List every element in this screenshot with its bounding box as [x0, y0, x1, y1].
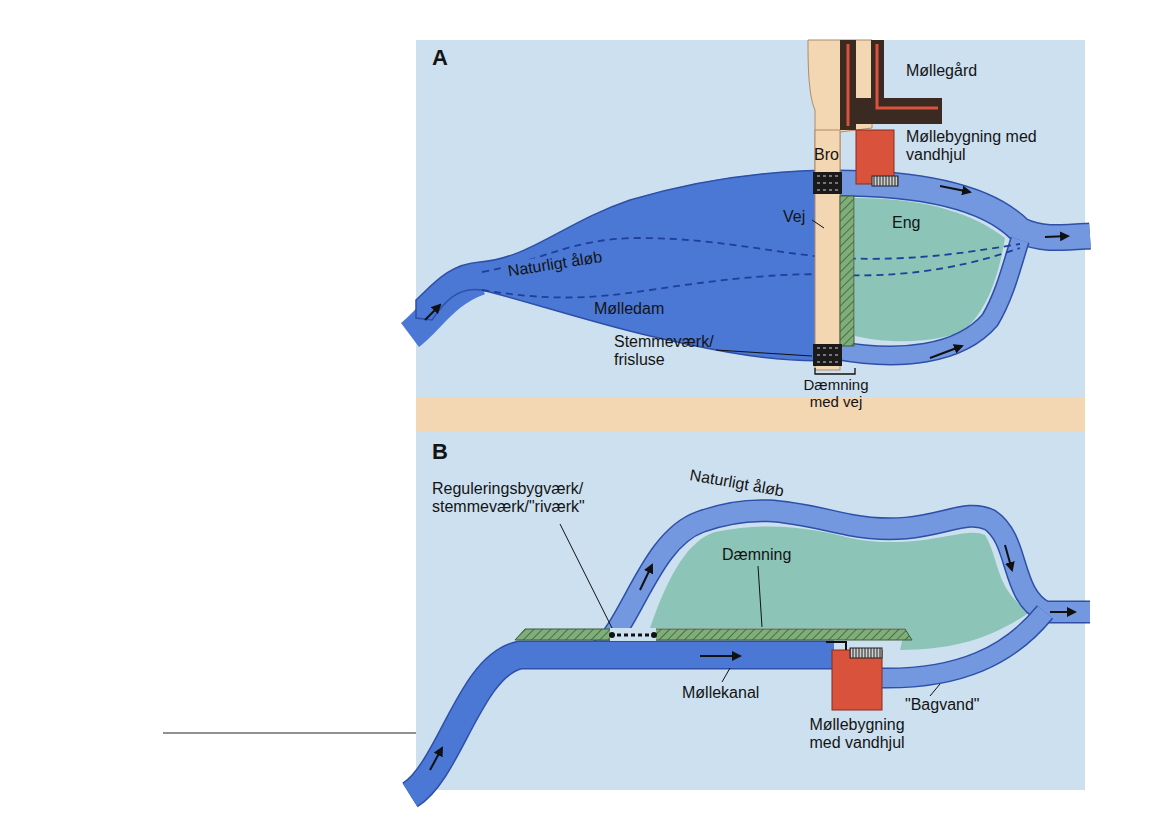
bridge [817, 176, 838, 190]
part-label: Bro [814, 146, 839, 164]
canal-edge [410, 655, 834, 795]
dam [515, 629, 912, 640]
upper-branch [835, 183, 1090, 238]
weir-post [609, 632, 615, 638]
part-label: Naturligt åløb [505, 248, 606, 281]
sluice [813, 344, 842, 366]
weir [610, 634, 656, 637]
road [815, 130, 840, 370]
flow-arrow [700, 655, 740, 657]
part-label: Dæmning med vej [795, 377, 877, 411]
flow-arrow [930, 346, 962, 358]
backwater [878, 612, 1045, 678]
part-label: Stemmeværk/ frisluse [614, 333, 718, 369]
separator-band [416, 398, 1085, 432]
panel-b-ground [416, 432, 1085, 790]
part-label: Vej [781, 208, 807, 226]
part-label: Møllegård [906, 62, 977, 80]
part-label: Eng [892, 214, 920, 232]
panel-letter: A [432, 46, 448, 71]
bracket [815, 368, 855, 374]
part-label: Møllebygning med vandhjul [906, 128, 1056, 164]
bridge [813, 172, 842, 194]
part-label: "Bagvand" [905, 696, 980, 714]
leader-line [560, 524, 612, 628]
sluice-gate [826, 642, 846, 650]
part-label: Møllekanal [682, 684, 759, 702]
leader-line [758, 566, 762, 627]
part-label: Mølledam [592, 300, 666, 318]
panel-letter: B [432, 440, 448, 465]
part-label: Reguleringsbygværk/ stemmeværk/"riværk" [432, 480, 604, 516]
backwater-edge [878, 612, 1045, 678]
part-label: Møllebygning med vandhjul [797, 716, 917, 752]
flow-arrow [430, 748, 442, 770]
water-wheel [872, 176, 898, 186]
farm-building [856, 98, 942, 124]
flow-arrow [425, 305, 440, 320]
flow-arrow [1045, 236, 1068, 237]
water-wheel [850, 648, 882, 658]
flow-arrow [1050, 611, 1075, 613]
part-label: Naturligt åløb [688, 466, 785, 500]
weir-post [651, 632, 657, 638]
rule-line [163, 733, 416, 734]
mill-building [832, 650, 882, 710]
branch-edge [835, 183, 1090, 238]
leader-line [716, 350, 812, 356]
mill-canal [410, 655, 834, 795]
flow-arrow [940, 186, 970, 192]
leader-line [812, 220, 824, 228]
panel-b [410, 511, 1090, 795]
leader-line [722, 668, 730, 682]
flow-arrow [1005, 545, 1012, 570]
leader-line [930, 684, 940, 696]
old-course [482, 248, 1020, 298]
flow-arrow [640, 565, 652, 590]
part-label: Dæmning [722, 546, 791, 564]
sluice [817, 348, 838, 362]
panel-a [410, 40, 1090, 374]
weir-gap [610, 628, 656, 641]
roof-ridge [848, 44, 938, 126]
dam [840, 196, 854, 346]
mill-pond [416, 170, 840, 361]
